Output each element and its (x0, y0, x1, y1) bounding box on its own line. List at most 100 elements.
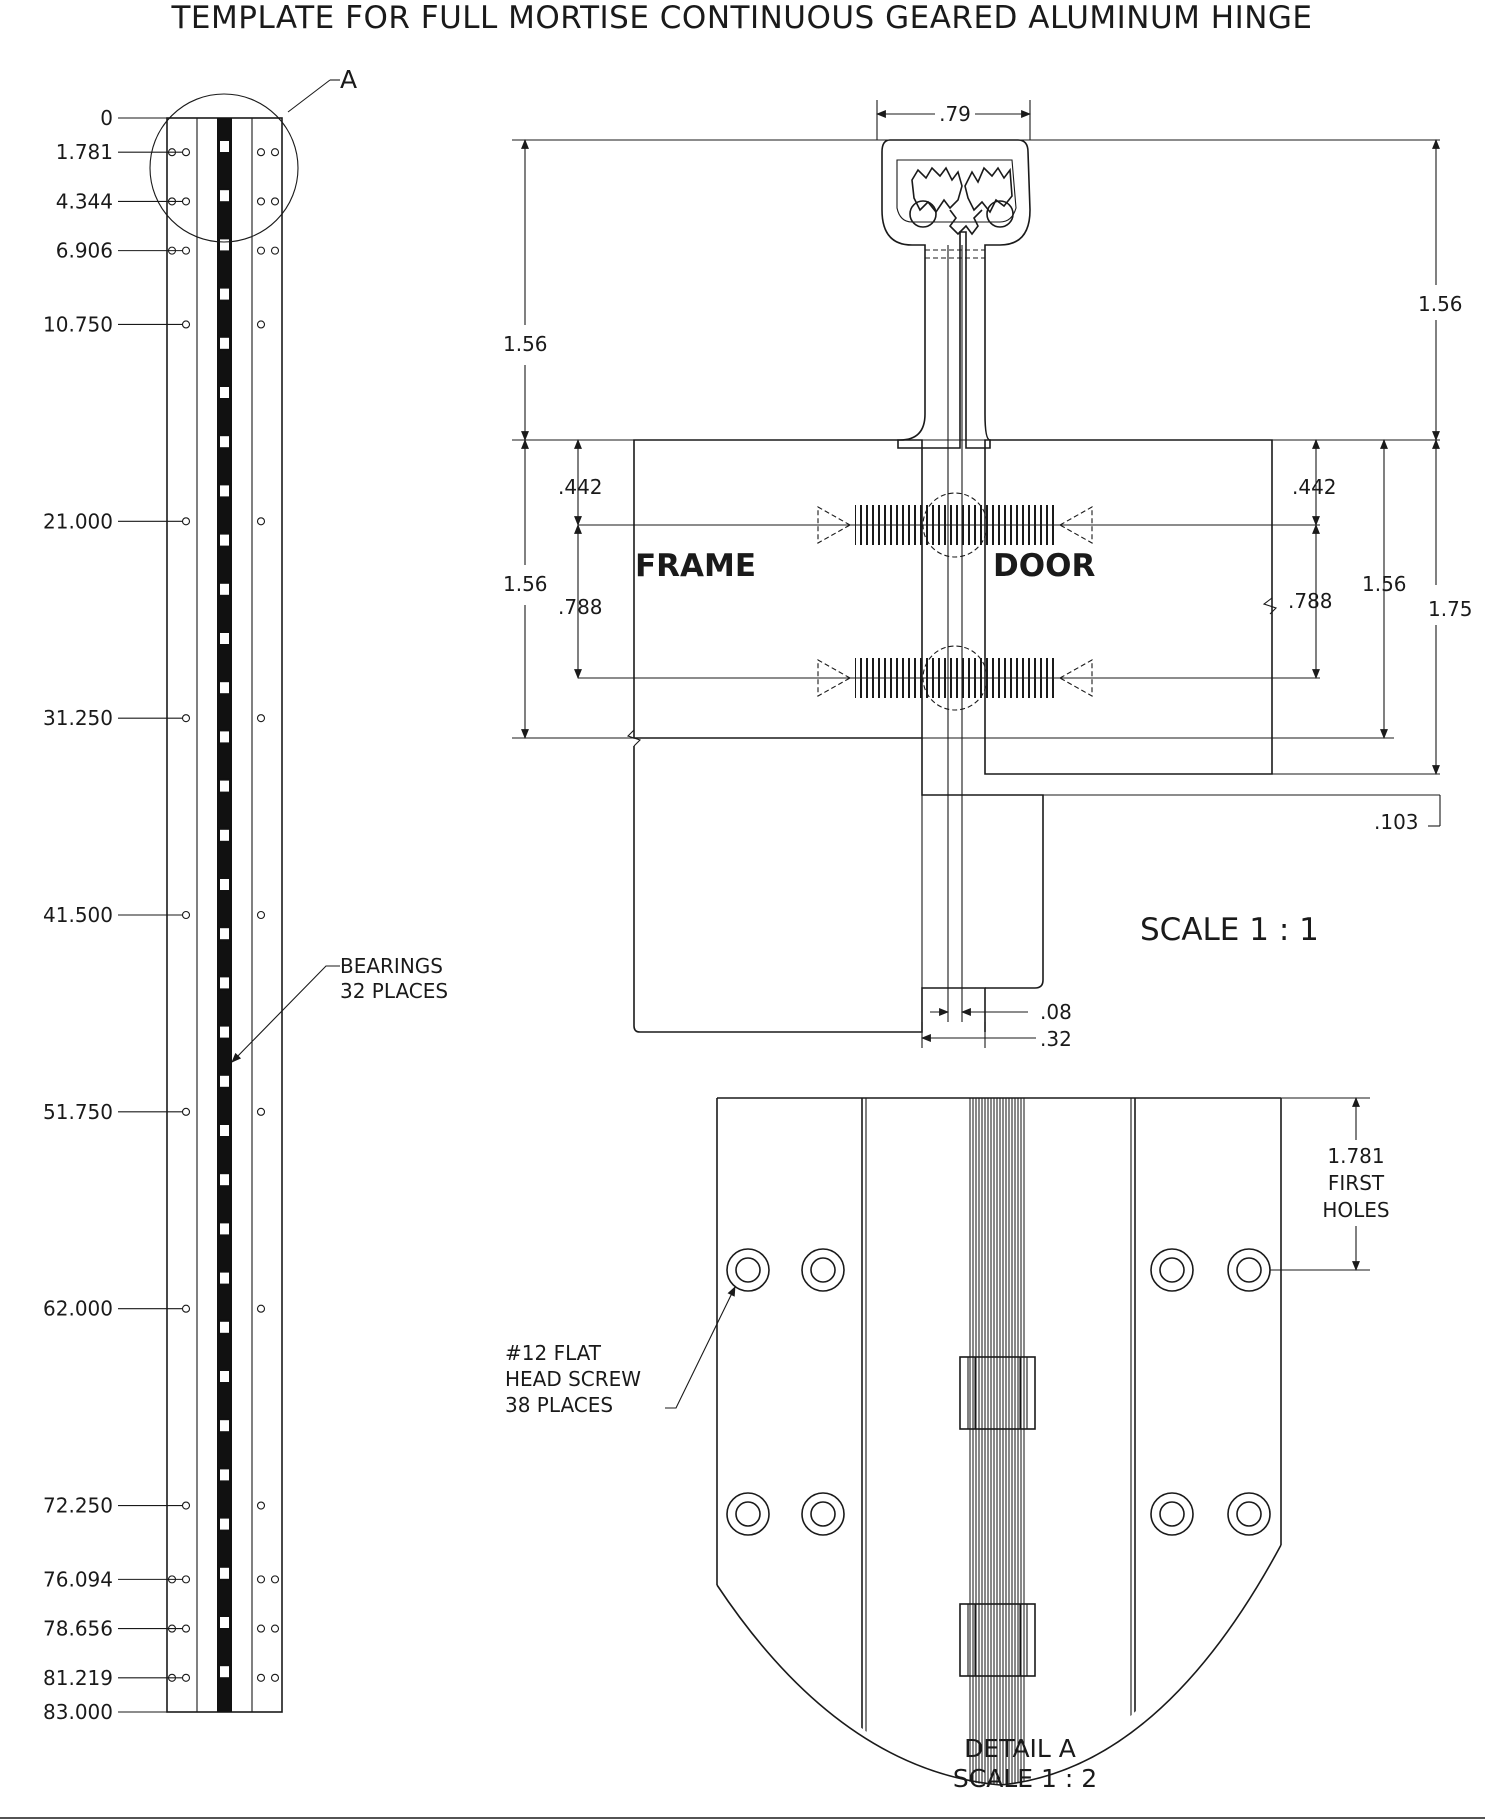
screw-hole (256, 148, 266, 157)
hole-position-label: 4.344 (56, 189, 113, 213)
hole-position-label: 10.750 (43, 312, 113, 336)
bearing-mark (218, 532, 231, 548)
screw-hole (181, 1304, 191, 1313)
bearing-mark (218, 1172, 231, 1188)
screw-hole (181, 197, 191, 206)
drawing-title: TEMPLATE FOR FULL MORTISE CONTINUOUS GEA… (170, 0, 1312, 36)
hole-position-label: 72.250 (43, 1494, 113, 1518)
dim-right-442: .442 (1292, 475, 1337, 499)
bearing-mark (218, 483, 231, 499)
screw-hole (181, 1624, 191, 1633)
bearing-marks (218, 139, 231, 1680)
bearing-mark (218, 1024, 231, 1040)
dim-right-156: 1.56 (1362, 572, 1407, 596)
bearing-mark (218, 729, 231, 745)
hole-position-dimensions: 01.7814.3446.90610.75021.00031.25041.500… (43, 106, 182, 1724)
detail-bearing-lower (959, 1603, 1036, 1677)
dim-left-442: .442 (558, 475, 603, 499)
bearing-mark (218, 1221, 231, 1237)
bearing-mark (218, 1615, 231, 1630)
first-holes-label-1: FIRST (1328, 1171, 1385, 1195)
dim-left-upper: 1.56 (503, 332, 548, 356)
screw-hole (256, 714, 266, 723)
bearing-mark (218, 1270, 231, 1286)
screw-hole (270, 1575, 280, 1584)
hole-position-label: 1.781 (56, 140, 113, 164)
dim-right-upper: 1.56 (1418, 292, 1463, 316)
bearing-mark (218, 139, 231, 154)
screw-hole (256, 910, 266, 920)
door-label: DOOR (993, 548, 1095, 584)
bearing-mark (218, 778, 231, 794)
screw-label-line3: 38 PLACES (505, 1393, 613, 1417)
hole-ul1 (726, 1248, 770, 1292)
bearing-mark (218, 434, 231, 450)
bearing-mark (218, 335, 231, 351)
hole-position-label: 78.656 (43, 1617, 113, 1641)
hole-position-label: 76.094 (43, 1567, 113, 1591)
bearing-mark (218, 827, 231, 843)
bearing-mark (218, 237, 231, 253)
screw-hole (270, 246, 280, 255)
hole-position-label: 83.000 (43, 1700, 113, 1724)
hole-ul2 (801, 1248, 845, 1292)
detail-a-callout: A (340, 65, 357, 94)
dim-left-mid: 1.56 (503, 572, 548, 596)
dim-08: .08 (1040, 1000, 1072, 1024)
screw-hole (256, 246, 266, 255)
bearings-label-line1: BEARINGS (340, 954, 443, 978)
screw-hole (181, 246, 191, 255)
first-holes-dim: 1.781 (1327, 1144, 1384, 1168)
detail-label: DETAIL A (964, 1734, 1076, 1763)
screw-hole (256, 1501, 266, 1510)
hole-position-label: 21.000 (43, 509, 113, 533)
dim-32: .32 (1040, 1027, 1072, 1051)
screw-hole (270, 1673, 280, 1682)
screw-hole (270, 197, 280, 206)
dim-top-width: .79 (939, 102, 971, 126)
bearing-mark (218, 926, 231, 942)
bearings-label-line2: 32 PLACES (340, 979, 448, 1003)
hole-position-label: 62.000 (43, 1297, 113, 1321)
bearing-mark (218, 1516, 231, 1532)
bearing-mark (218, 1467, 231, 1483)
first-holes-label-2: HOLES (1322, 1198, 1389, 1222)
screw-hole (270, 1624, 280, 1633)
bearing-mark (218, 631, 231, 646)
screw-hole (256, 1673, 266, 1682)
hole-lr1 (1150, 1492, 1194, 1536)
bearing-mark (218, 1418, 231, 1434)
bearing-mark (218, 1369, 231, 1384)
detail-a-view: 1.781 FIRST HOLES #12 FLAT HEAD SCREW 38… (505, 1097, 1390, 1793)
frame-label: FRAME (635, 548, 756, 584)
hinge-elevation: 01.7814.3446.90610.75021.00031.25041.500… (43, 65, 448, 1724)
bearing-mark (218, 581, 231, 597)
hinge-spine (217, 118, 232, 1712)
detail-bearing-upper (959, 1356, 1036, 1430)
screw-hole (256, 1575, 266, 1584)
bearing-mark (218, 188, 231, 204)
dim-103: .103 (1374, 810, 1419, 834)
screw-label-line2: HEAD SCREW (505, 1367, 641, 1391)
screw-hole (270, 148, 280, 157)
section-scale-label: SCALE 1 : 1 (1140, 912, 1319, 948)
hole-lr2 (1227, 1492, 1271, 1536)
hole-ll1 (726, 1492, 770, 1536)
screw-hole (256, 197, 266, 206)
detail-scale-label: SCALE 1 : 2 (953, 1764, 1097, 1793)
screw-hole (256, 1304, 266, 1313)
screw-hole (181, 320, 191, 329)
bearing-mark (218, 1565, 231, 1581)
bearing-mark (218, 1123, 231, 1138)
hole-position-label: 6.906 (56, 239, 113, 263)
screw-hole-marks (167, 148, 280, 1682)
screw-hole (256, 517, 266, 526)
dim-left-788: .788 (558, 595, 603, 619)
screw-hole (181, 517, 191, 526)
hole-position-label: 51.750 (43, 1100, 113, 1124)
bearing-mark (218, 877, 231, 892)
bearing-mark (218, 385, 231, 400)
bearing-mark (218, 975, 231, 991)
bearing-mark (218, 1664, 231, 1680)
